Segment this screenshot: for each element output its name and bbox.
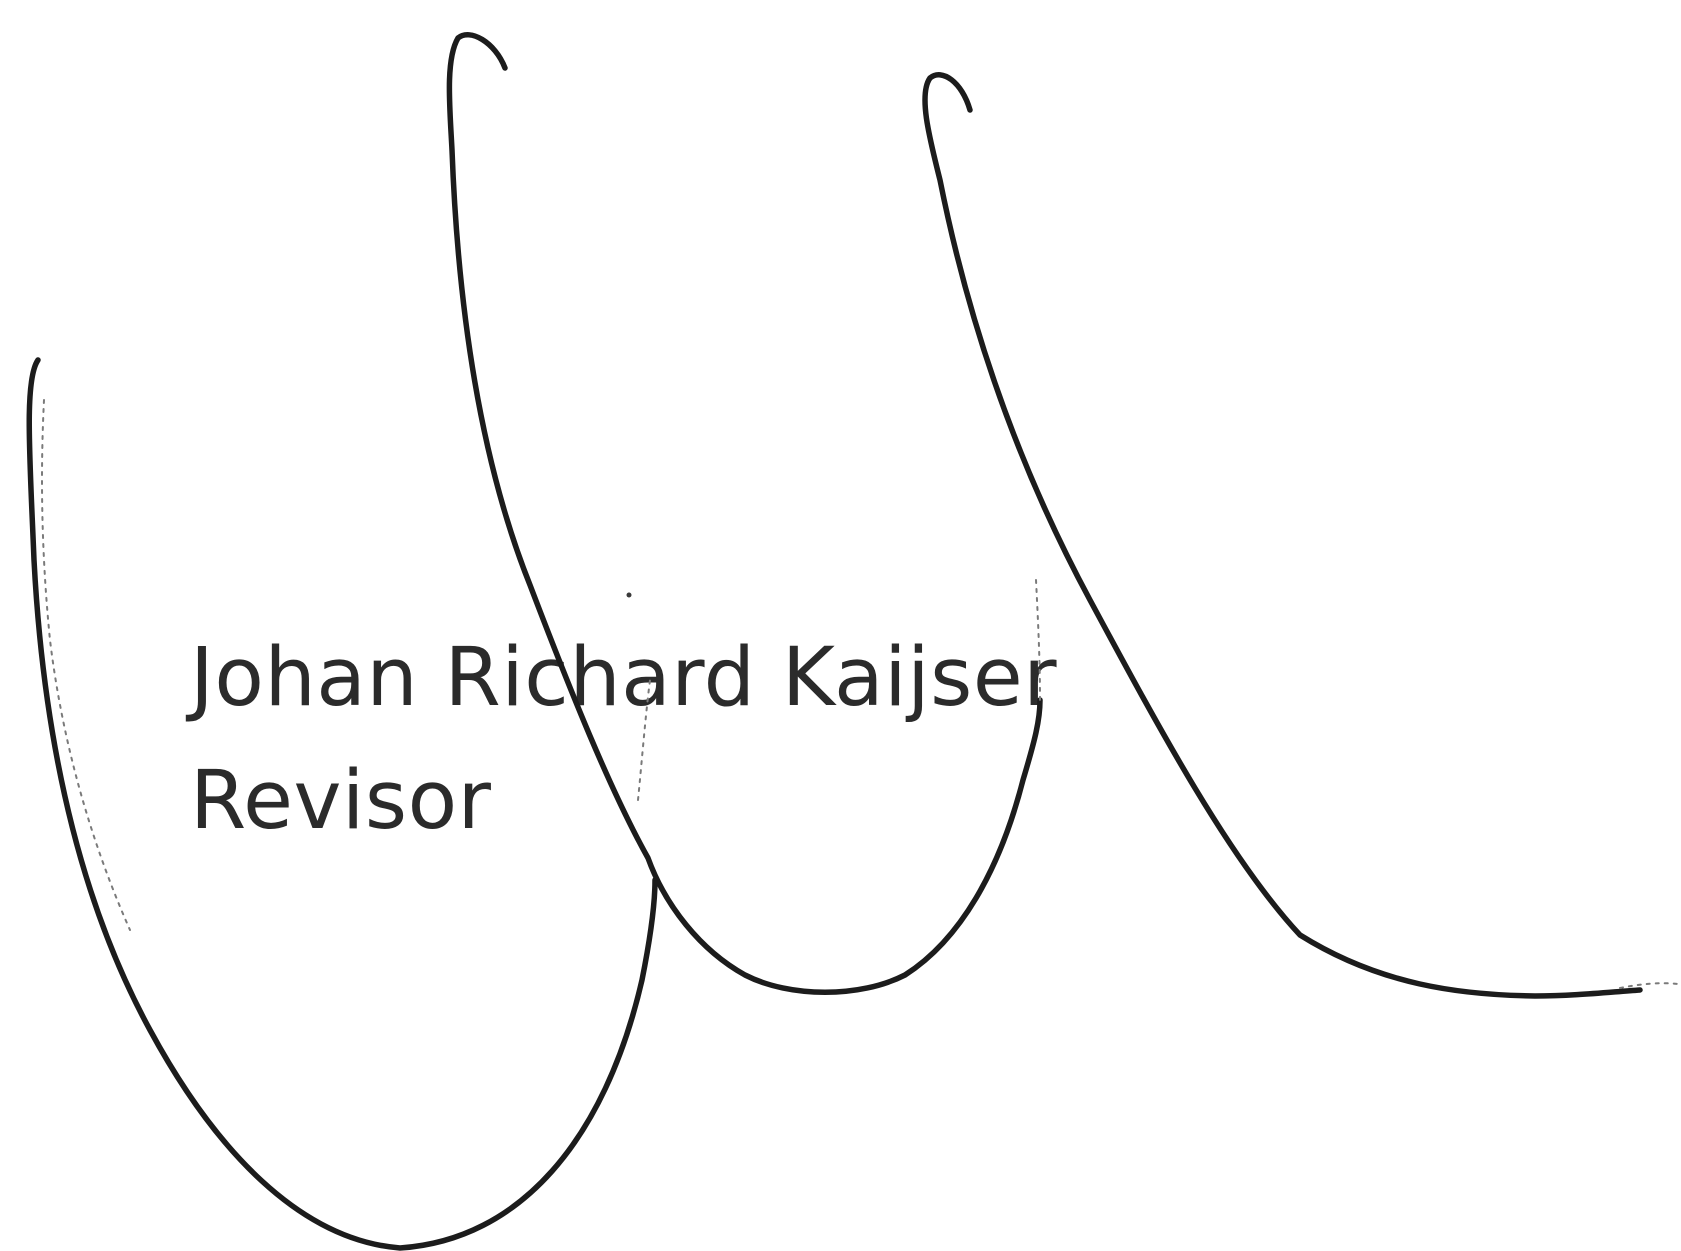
- signature-stroke-second-stem: [922, 72, 1643, 999]
- signature-ink-dot: [626, 592, 632, 598]
- signature-stroke-first-stem: [446, 32, 1043, 995]
- signatory-block: Johan Richard Kaijser Revisor: [190, 638, 1057, 842]
- signatory-role: Revisor: [190, 754, 492, 848]
- signature-texture-tail: [1619, 982, 1679, 989]
- signature-texture-left: [41, 399, 131, 931]
- signature-texture-mid: [637, 679, 651, 801]
- signature-texture-right: [1035, 579, 1041, 701]
- signature-stroke-left-loop: [26, 357, 658, 1251]
- signatory-name: Johan Richard Kaijser: [190, 631, 1058, 725]
